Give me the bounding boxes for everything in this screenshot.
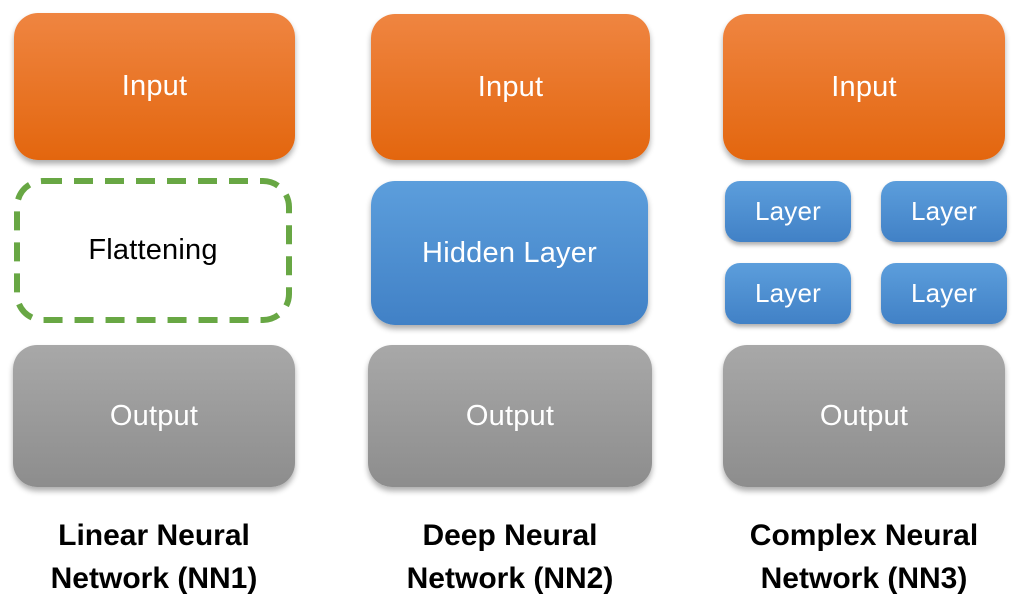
- nn1-flattening-label: Flattening: [88, 234, 218, 266]
- nn3-output-box: Output: [723, 345, 1005, 487]
- nn3-caption-line2: Network (NN3): [760, 562, 968, 595]
- nn3-caption: Complex Neural Network (NN3): [723, 514, 1005, 600]
- nn3-layer-label-1: Layer: [754, 196, 822, 226]
- nn1-input-label: Input: [121, 70, 188, 102]
- nn1-output-label: Output: [109, 399, 199, 432]
- nn2-caption: Deep Neural Network (NN2): [368, 514, 652, 600]
- nn2-output-box: Output: [368, 345, 652, 487]
- nn1-flattening-box: Flattening: [14, 178, 292, 323]
- nn3-caption-line1: Complex Neural: [749, 519, 979, 552]
- dashed-border: [14, 178, 292, 323]
- nn1-caption: Linear Neural Network (NN1): [13, 514, 295, 600]
- nn2-caption-line1: Deep Neural: [422, 519, 598, 552]
- nn3-input-box: Input: [723, 14, 1005, 160]
- nn1-caption-line2: Network (NN1): [50, 562, 258, 595]
- nn3-output-label: Output: [819, 399, 909, 432]
- nn1-input-box: Input: [14, 13, 295, 160]
- nn3-input-label: Input: [831, 70, 897, 103]
- nn2-input-box: Input: [371, 14, 650, 160]
- nn2-output-label: Output: [465, 399, 555, 432]
- nn3-layer-box-1: Layer: [725, 181, 851, 242]
- nn1-output-box: Output: [13, 345, 295, 487]
- nn2-input-label: Input: [477, 70, 544, 103]
- nn3-layer-box-2: Layer: [881, 181, 1007, 242]
- nn2-hidden-layer-box: Hidden Layer: [371, 181, 648, 325]
- nn2-caption-line2: Network (NN2): [406, 562, 614, 595]
- nn1-caption-line1: Linear Neural: [58, 519, 250, 552]
- nn3-layer-box-3: Layer: [725, 263, 851, 324]
- nn3-layer-label-2: Layer: [910, 196, 978, 226]
- nn3-layer-box-4: Layer: [881, 263, 1007, 324]
- nn2-hidden-layer-label: Hidden Layer: [422, 236, 597, 269]
- nn3-layer-label-3: Layer: [754, 278, 822, 308]
- nn3-layer-label-4: Layer: [910, 278, 978, 308]
